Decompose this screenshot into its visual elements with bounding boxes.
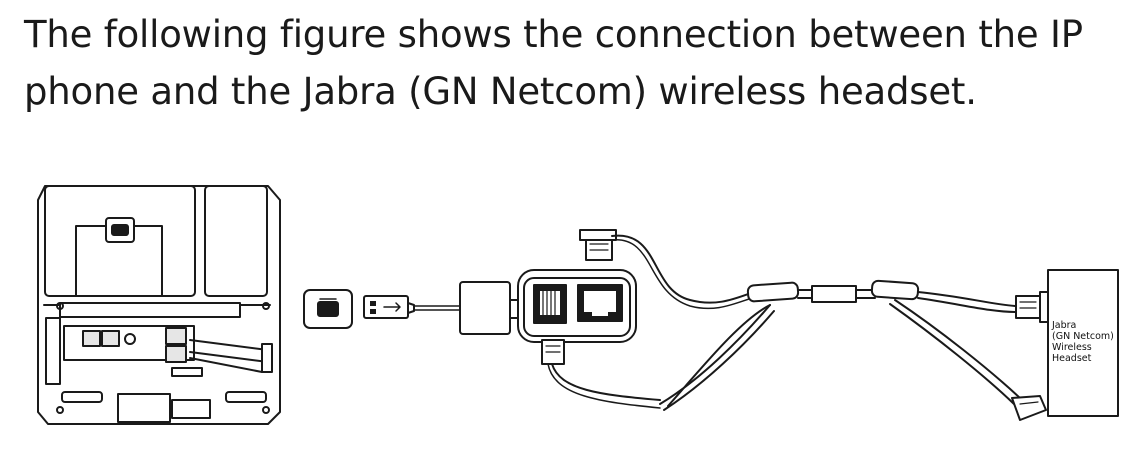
caption-line-2: phone and the Jabra (GN Netcom) wireless…: [24, 70, 977, 113]
cables: [541, 229, 1051, 421]
headset-label-line-2: (GN Netcom): [1052, 331, 1114, 342]
wireless-headset-box: [1047, 269, 1119, 417]
headset-adapter: [459, 269, 637, 343]
usb-port: [303, 289, 353, 329]
rj11-connector-icon: [533, 284, 567, 324]
phone-ports: [82, 327, 187, 363]
ip-phone: [37, 185, 281, 425]
rj45-port-icon: [577, 284, 623, 322]
headset-label-line-3: Wireless: [1052, 342, 1092, 353]
figure-caption: The following figure shows the connectio…: [24, 6, 1134, 120]
usb-icon: [111, 224, 129, 236]
usb-plug: [363, 295, 461, 319]
headset-label-line-1: Jabra: [1052, 320, 1077, 331]
caption-line-1: The following figure shows the connectio…: [24, 13, 1083, 56]
headset-label-line-4: Headset: [1052, 353, 1092, 364]
headset-label: Jabra (GN Netcom) Wireless Headset: [1052, 320, 1114, 364]
